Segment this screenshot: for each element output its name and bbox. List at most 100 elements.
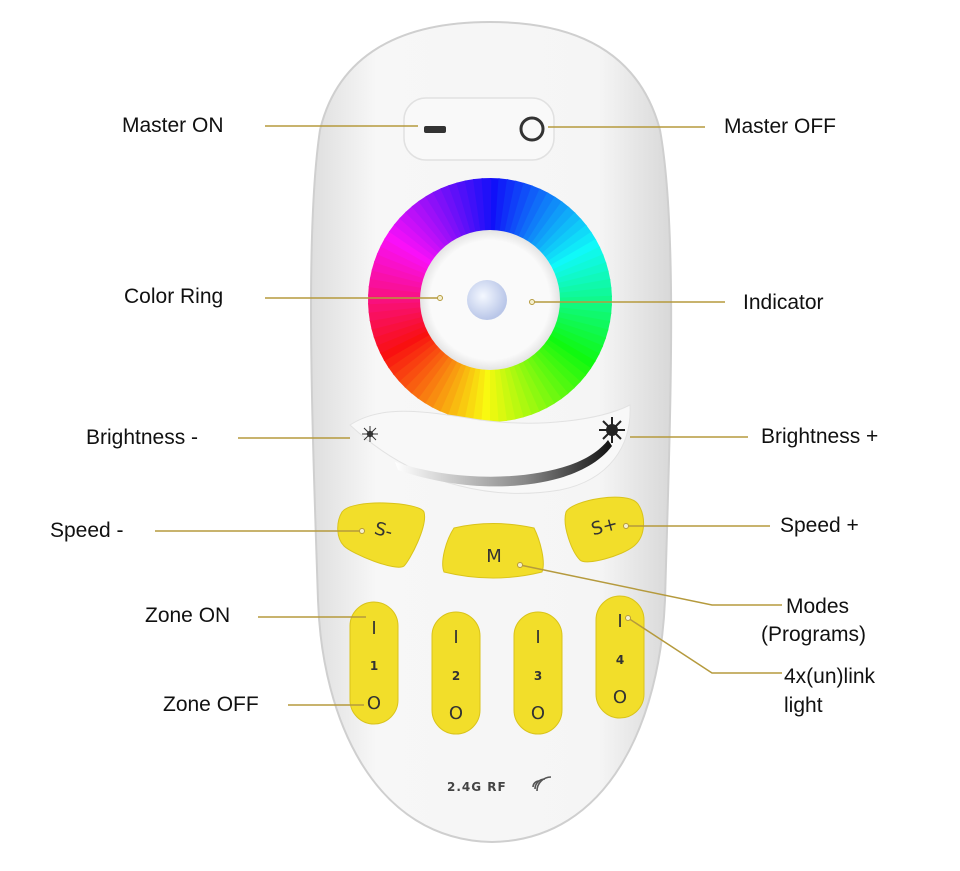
color-ring-segment[interactable] [543,224,592,263]
zone-key-4[interactable]: I 4 O [595,595,645,719]
color-ring-segment[interactable] [481,178,492,233]
color-ring-segment[interactable] [498,366,516,421]
color-ring-segment[interactable] [556,307,612,323]
color-ring-segment[interactable] [368,277,424,293]
color-ring-segment[interactable] [455,365,476,420]
color-ring-segment[interactable] [552,321,607,347]
color-ring-segment[interactable] [494,178,509,233]
color-ring-segment[interactable] [499,179,517,234]
color-ring-segment[interactable] [388,337,437,376]
speed-minus-button[interactable]: S- [337,502,426,568]
color-ring-segment[interactable] [488,367,499,422]
color-ring-segment[interactable] [388,223,437,262]
color-ring-segment[interactable] [463,366,481,421]
color-ring-segment[interactable] [431,359,463,412]
color-ring-segment[interactable] [543,338,592,377]
color-ring-segment[interactable] [525,355,562,405]
color-ring-segment[interactable] [464,179,482,234]
color-ring-segment[interactable] [554,262,609,285]
color-ring-segment[interactable] [448,182,472,237]
color-ring-segment[interactable] [545,334,596,370]
color-ring-segment[interactable] [529,352,569,400]
color-ring-segment[interactable] [456,180,477,235]
color-ring-segment[interactable] [404,348,447,394]
color-ring-segment[interactable] [371,261,426,284]
color-ring-segment[interactable] [371,315,426,338]
color-ring-segment[interactable] [555,311,611,331]
speed-plus-button[interactable]: S+ [564,496,644,563]
brightness-minus-icon[interactable] [362,426,378,442]
color-ring-segment[interactable] [376,324,429,354]
color-ring-segment[interactable] [550,325,604,355]
zone-1-number: 1 [370,659,378,673]
color-ring-segment[interactable] [440,184,468,238]
color-ring-segment[interactable] [368,306,424,322]
color-ring-segment[interactable] [405,205,447,252]
color-ring-segment[interactable] [546,231,597,267]
color-ring-segment[interactable] [410,351,451,399]
color-ring-segment[interactable] [383,333,434,369]
color-ring-segment[interactable] [368,301,423,313]
color-ring-segment[interactable] [439,361,467,415]
color-ring-segment[interactable] [398,344,443,388]
color-ring-segment[interactable] [537,212,582,256]
color-ring-segment[interactable] [480,367,490,422]
color-ring-segment[interactable] [540,218,587,259]
color-ring-segment[interactable] [399,211,444,255]
color-ring-segment[interactable] [533,348,575,395]
color-ring-segment[interactable] [529,201,570,249]
color-ring-segment[interactable] [376,245,430,275]
color-ring-segment[interactable] [533,206,576,252]
color-ring-segment[interactable] [424,357,459,408]
color-ring-segment[interactable] [490,178,500,233]
color-ring-segment[interactable] [556,278,612,294]
zone-key-2[interactable]: I 2 O [431,611,481,735]
color-ring-segment[interactable] [526,196,563,246]
master-off-button[interactable] [519,116,545,142]
color-ring-segment[interactable] [557,302,612,315]
color-ring-segment[interactable] [471,367,486,422]
color-ring-segment[interactable] [432,188,463,240]
color-ring-segment[interactable] [393,217,440,259]
color-ring-segment[interactable] [553,254,607,280]
color-ring-segment[interactable] [369,311,425,330]
color-ring-segment[interactable] [369,269,425,289]
color-ring-segment[interactable] [554,316,609,339]
color-ring-segment[interactable] [555,270,611,289]
color-ring-segment[interactable] [521,192,556,243]
brightness-plus-icon[interactable] [599,417,625,443]
zone-key-3[interactable]: I 3 O [513,611,563,735]
color-ring-segment[interactable] [521,357,555,409]
color-ring-segment[interactable] [540,341,587,383]
color-ring-segment[interactable] [508,363,532,418]
color-ring-segment[interactable] [548,329,600,363]
color-ring-segment[interactable] [512,362,540,416]
color-ring-segment[interactable] [513,185,541,239]
color-ring-segment[interactable] [379,329,432,361]
color-ring-segment[interactable] [418,195,455,245]
color-ring[interactable] [368,178,612,422]
color-ring-segment[interactable] [384,230,435,266]
mode-button[interactable]: M [442,523,544,579]
color-ring-segment[interactable] [517,360,548,412]
color-ring-segment[interactable] [551,246,604,276]
color-ring-segment[interactable] [536,345,581,389]
brightness-slider[interactable] [395,440,612,487]
color-ring-segment[interactable] [447,363,472,418]
color-ring-segment[interactable] [503,365,524,420]
color-ring-segment[interactable] [508,182,533,237]
color-ring-segment[interactable] [368,285,423,298]
color-ring-segment[interactable] [548,239,601,271]
color-ring-segment[interactable] [411,200,451,248]
zone-key-1[interactable]: I 1 O [349,601,399,725]
color-ring-segment[interactable] [417,354,454,404]
color-ring-segment[interactable] [373,253,428,279]
color-ring-segment[interactable] [557,287,612,299]
color-ring-segment[interactable] [380,237,432,271]
color-ring-segment[interactable] [425,191,459,243]
color-ring-segment[interactable] [504,180,525,235]
master-on-button[interactable] [424,126,446,133]
color-ring-segment[interactable] [517,188,549,241]
color-ring-segment[interactable] [393,341,440,382]
color-ring-segment[interactable] [373,320,427,346]
